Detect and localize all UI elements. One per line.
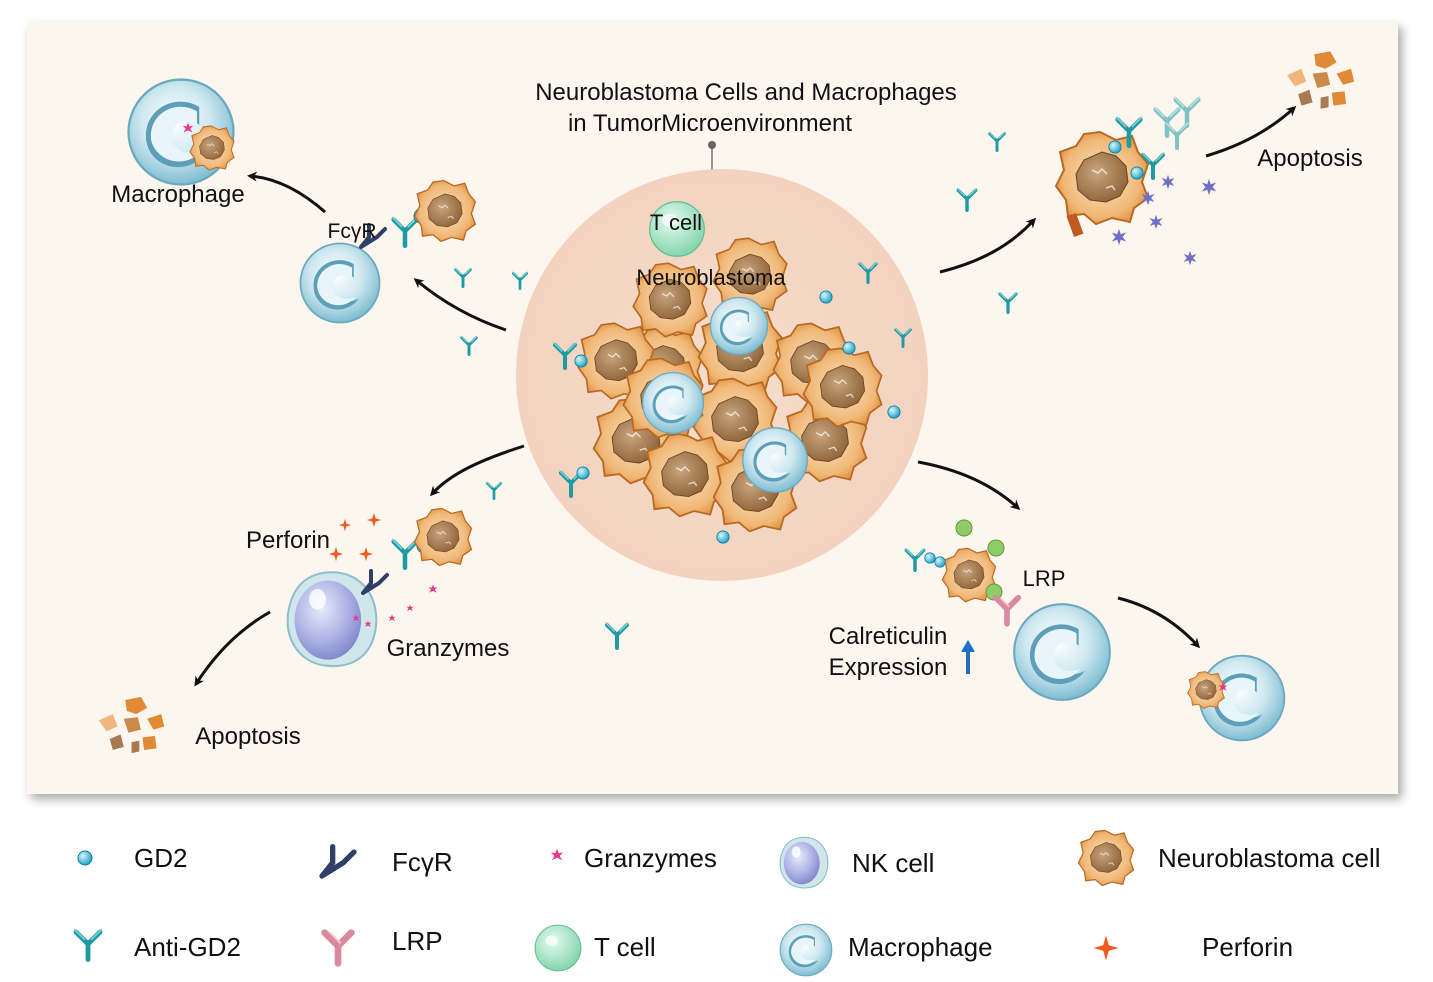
calreticulin	[955, 519, 973, 537]
arrow	[939, 217, 1037, 274]
bottom-right-calreticulin: LRP Calreticulin Expression	[829, 460, 1286, 742]
legend-label: Perforin	[1202, 932, 1293, 962]
legend-label: T cell	[594, 932, 656, 962]
fcgr-icon	[322, 847, 354, 876]
legend-label: Granzymes	[584, 843, 717, 873]
legend-label: Macrophage	[848, 932, 993, 962]
legend-label: FcγR	[392, 847, 453, 877]
legend-item-lrp: LRP	[325, 926, 443, 963]
t-cell-icon	[534, 924, 582, 972]
macrophage-cell	[742, 427, 808, 493]
granzyme-icon	[550, 848, 564, 861]
calreticulin	[987, 539, 1005, 557]
gd2	[1130, 166, 1144, 180]
gd2	[842, 341, 856, 355]
title-line-2: in TumorMicroenvironment	[568, 110, 852, 137]
arrow	[917, 460, 1021, 511]
legend-item-nk-cell: NK cell	[779, 836, 934, 889]
legend-item-granzymes: Granzymes	[550, 843, 717, 873]
gd2	[576, 466, 590, 480]
legend-label: GD2	[134, 843, 187, 873]
gd2	[1108, 140, 1122, 154]
arrow	[1205, 105, 1297, 158]
top-left-phagocytosis: Macrophage FcγR	[111, 78, 507, 332]
legend-item-anti-gd2: Anti-GD2	[75, 930, 241, 962]
gd2	[934, 556, 946, 568]
apoptosis-label-top: Apoptosis	[1257, 145, 1362, 172]
macrophage-cell	[299, 242, 381, 324]
legend-label: LRP	[392, 926, 443, 956]
neuroblastoma-cell-icon	[1077, 829, 1135, 887]
granzymes-label: Granzymes	[387, 635, 510, 662]
nk-cell-icon	[779, 836, 829, 889]
bottom-left-adcc: Perforin Granzymes Apoptosis	[98, 444, 525, 754]
title-line-1: Neuroblastoma Cells and Macrophages	[535, 79, 957, 106]
t-cell-label: T cell	[650, 210, 702, 235]
perforin-icon	[1093, 935, 1119, 961]
tumor-microenvironment: T cell Neuroblastoma	[516, 169, 928, 581]
arrow	[413, 278, 507, 332]
lrp-label: LRP	[1023, 566, 1066, 591]
membrane-pore	[1066, 212, 1084, 238]
macrophage-cell	[641, 371, 705, 435]
up-arrow-icon	[961, 640, 975, 674]
legend-item-macrophage: Macrophage	[779, 923, 993, 977]
neuroblastoma-label: Neuroblastoma	[636, 265, 786, 290]
macrophage-cell	[709, 296, 769, 356]
legend-label: Anti-GD2	[134, 932, 241, 962]
arrow	[1117, 596, 1201, 649]
gd2	[887, 405, 901, 419]
gd2	[924, 552, 936, 564]
legend-item-t-cell: T cell	[534, 924, 656, 972]
nk-cell	[286, 571, 378, 668]
macrophage-icon	[779, 923, 833, 977]
gd2	[716, 530, 730, 544]
diagram-title: Neuroblastoma Cells and Macrophages in T…	[535, 79, 957, 172]
calreticulin-label-line-2: Expression	[829, 654, 948, 681]
gd2	[574, 354, 588, 368]
macrophage-label: Macrophage	[111, 181, 244, 208]
apoptosis-label-bottom: Apoptosis	[195, 723, 300, 750]
arrow	[429, 444, 525, 497]
legend-label: NK cell	[852, 848, 934, 878]
gd2	[819, 290, 833, 304]
calreticulin-label-line-1: Calreticulin	[829, 623, 948, 650]
legend: GD2 FcγR Granzymes NK cell Neuroblastoma…	[75, 829, 1381, 977]
arrow	[194, 610, 271, 687]
title-pointer-dot	[708, 141, 716, 149]
legend-item-gd2: GD2	[77, 843, 187, 873]
fcgr-label: FcγR	[328, 220, 377, 243]
top-right-apoptosis: Apoptosis	[939, 51, 1363, 274]
legend-item-fcgr: FcγR	[322, 847, 453, 877]
perforin-label: Perforin	[246, 527, 330, 554]
legend-label: Neuroblastoma cell	[1158, 843, 1381, 873]
legend-item-neuroblastoma-cell: Neuroblastoma cell	[1077, 829, 1381, 887]
arrow	[247, 171, 326, 214]
lrp-icon	[325, 933, 352, 964]
gd2-icon	[77, 850, 93, 866]
antibody-icon	[75, 930, 101, 960]
legend-item-perforin: Perforin	[1093, 932, 1293, 962]
macrophage-cell	[1013, 603, 1111, 701]
